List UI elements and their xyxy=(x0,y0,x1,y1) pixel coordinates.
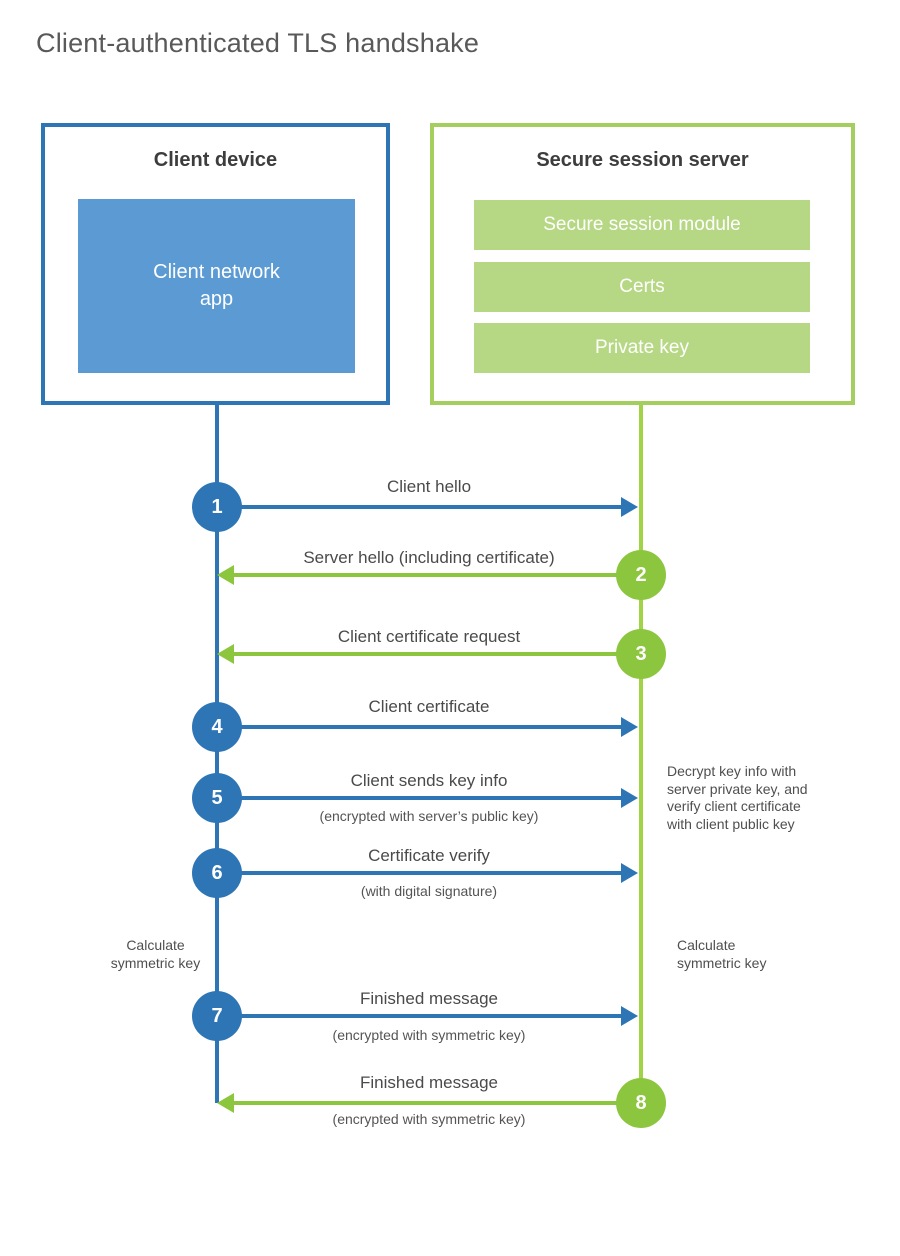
message-sublabel: (encrypted with symmetric key) xyxy=(332,1111,526,1127)
arrow-shaft xyxy=(217,796,622,800)
step-number-badge: 4 xyxy=(192,702,242,752)
server-module-certs: Certs xyxy=(474,262,810,312)
server-module-secure-session: Secure session module xyxy=(474,200,810,250)
server-box: Secure session server Secure session mod… xyxy=(430,123,855,405)
arrow-right-icon xyxy=(621,497,638,517)
step-number-badge: 5 xyxy=(192,773,242,823)
client-box-title: Client device xyxy=(153,149,278,171)
message-label: Server hello (including certificate) xyxy=(303,548,555,567)
server-lifeline xyxy=(639,405,643,1104)
message-label: Finished message xyxy=(360,1073,498,1092)
arrow-shaft xyxy=(233,652,641,656)
message-label: Client certificate request xyxy=(337,627,521,646)
message-label: Client sends key info xyxy=(350,771,508,790)
message-sublabel: (encrypted with server’s public key) xyxy=(319,808,539,824)
message-label: Certificate verify xyxy=(368,846,490,865)
step-number-badge: 7 xyxy=(192,991,242,1041)
message-sublabel: (with digital signature) xyxy=(360,883,498,899)
arrow-right-icon xyxy=(621,788,638,808)
decrypt-key-note: Decrypt key info with server private key… xyxy=(667,763,808,832)
arrow-shaft xyxy=(233,573,641,577)
arrow-right-icon xyxy=(621,1006,638,1026)
step-number-badge: 3 xyxy=(616,629,666,679)
arrow-shaft xyxy=(217,1014,622,1018)
calculate-symmetric-key-right: Calculate symmetric key xyxy=(677,937,767,971)
message-sublabel: (encrypted with symmetric key) xyxy=(332,1027,526,1043)
step-number-badge: 8 xyxy=(616,1078,666,1128)
arrow-right-icon xyxy=(621,717,638,737)
step-number-badge: 6 xyxy=(192,848,242,898)
arrow-left-icon xyxy=(217,644,234,664)
arrow-shaft xyxy=(217,871,622,875)
step-number-badge: 1 xyxy=(192,482,242,532)
client-lifeline xyxy=(215,405,219,1103)
calculate-symmetric-key-left: Calculate symmetric key xyxy=(110,937,201,971)
server-module-private-key: Private key xyxy=(474,323,810,373)
message-label: Client hello xyxy=(386,477,472,496)
client-network-app-block: Client network app xyxy=(78,199,355,373)
arrow-right-icon xyxy=(621,863,638,883)
arrow-shaft xyxy=(217,505,622,509)
arrow-left-icon xyxy=(217,1093,234,1113)
client-device-box: Client device Client network app xyxy=(41,123,390,405)
arrow-shaft xyxy=(217,725,622,729)
arrow-left-icon xyxy=(217,565,234,585)
message-label: Finished message xyxy=(360,989,498,1008)
step-number-badge: 2 xyxy=(616,550,666,600)
page-title: Client-authenticated TLS handshake xyxy=(36,28,480,58)
server-box-title: Secure session server xyxy=(536,149,749,171)
arrow-shaft xyxy=(233,1101,641,1105)
message-label: Client certificate xyxy=(368,697,490,716)
